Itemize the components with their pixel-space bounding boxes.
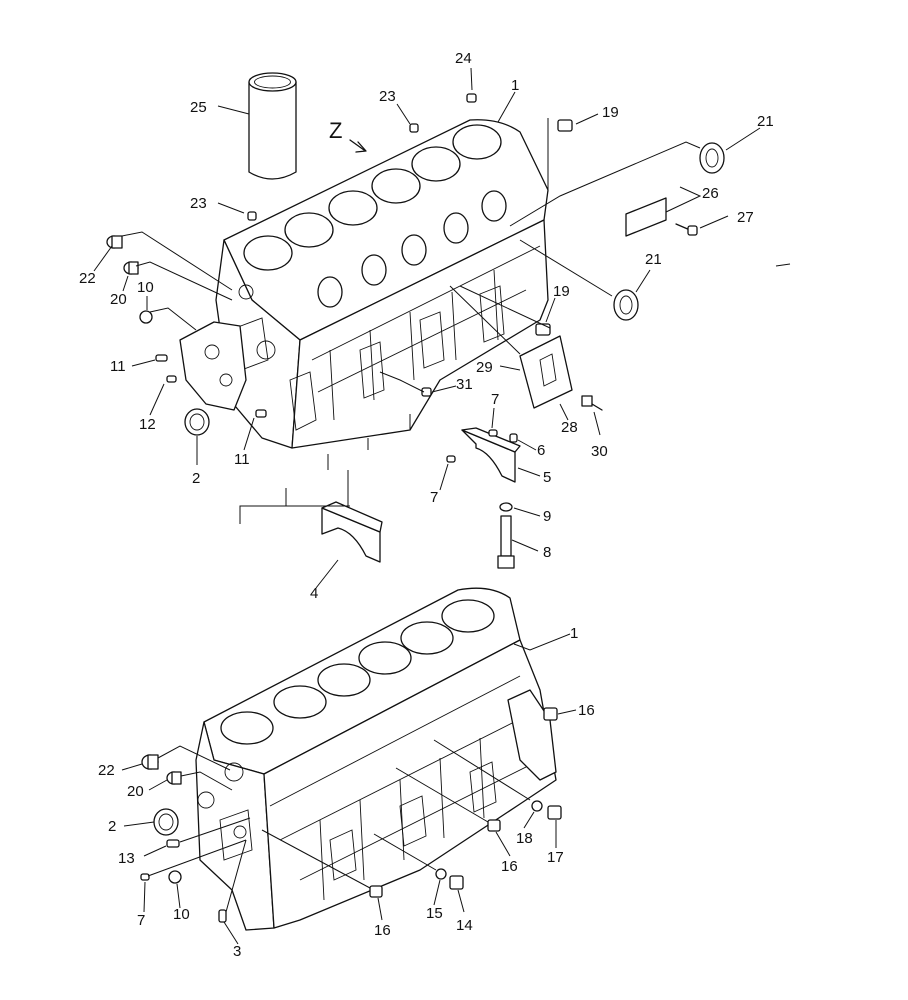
dowel-6 [509, 433, 518, 443]
callout-7: 7 [137, 912, 145, 929]
callout-2: 2 [108, 818, 116, 835]
callout-16: 16 [374, 922, 391, 939]
callout-16: 16 [501, 858, 518, 875]
dowel-11-a [155, 354, 168, 362]
dowel-7-a [488, 429, 498, 437]
callout-15: 15 [426, 905, 443, 922]
callout-1: 1 [511, 77, 519, 94]
callout-22: 22 [79, 270, 96, 287]
plug-20-lower [166, 771, 182, 785]
dowel-7-c [140, 873, 150, 881]
callout-19: 19 [602, 104, 619, 121]
callout-2: 2 [192, 470, 200, 487]
callout-6: 6 [537, 442, 545, 459]
callout-27: 27 [737, 209, 754, 226]
plug-10-lower [168, 870, 182, 884]
cylinder-block-lower [195, 587, 557, 931]
bolt-30 [581, 395, 603, 411]
callout-11: 11 [110, 358, 126, 375]
callout-10: 10 [173, 906, 190, 923]
callout-16: 16 [578, 702, 595, 719]
cylinder-liner [248, 72, 297, 180]
stray-mark [775, 263, 791, 267]
callout-4: 4 [310, 585, 318, 602]
dowel-11-b [255, 409, 267, 418]
leader-lines-upper [93, 67, 761, 589]
plug-22-lower [141, 754, 159, 770]
front-cover-plate [179, 321, 247, 411]
plug-14 [449, 875, 464, 890]
callout-31: 31 [456, 376, 473, 393]
dowel-12 [166, 375, 177, 383]
callout-11: 11 [234, 451, 250, 468]
plug-16-low [369, 885, 383, 898]
callout-23: 23 [190, 195, 207, 212]
callout-10: 10 [137, 279, 154, 296]
plug-16-mid [487, 819, 501, 832]
callout-28: 28 [561, 419, 578, 436]
seal-ring-21-mid [613, 289, 639, 321]
plug-16-right [543, 707, 558, 721]
callout-1: 1 [570, 625, 578, 642]
seal-ring-2-upper [184, 408, 210, 436]
callout-17: 17 [547, 849, 564, 866]
callout-26: 26 [702, 185, 719, 202]
seal-ring-2-lower [153, 808, 179, 836]
seal-ring-21-top [699, 142, 725, 174]
callout-13: 13 [118, 850, 135, 867]
cylinder-block-upper [215, 119, 549, 449]
plug-24 [466, 93, 477, 103]
callout-19: 19 [553, 283, 570, 300]
washer-9 [499, 502, 513, 512]
callout-5: 5 [543, 469, 551, 486]
plug-23-top [409, 123, 419, 133]
callout-14: 14 [456, 917, 473, 934]
plug-22-upper [106, 235, 123, 249]
callout-21: 21 [645, 251, 662, 268]
callout-21: 21 [757, 113, 774, 130]
plug-19-top [557, 119, 573, 132]
plug-31 [421, 387, 432, 397]
callout-22: 22 [98, 762, 115, 779]
callout-8: 8 [543, 544, 551, 561]
plug-20-upper [123, 261, 139, 275]
callout-20: 20 [127, 783, 144, 800]
bolt-27 [675, 223, 698, 236]
bearing-cap-4 [321, 501, 383, 563]
callout-29: 29 [476, 359, 493, 376]
pin-3 [218, 909, 227, 923]
dowel-7-b [446, 455, 456, 463]
callout-24: 24 [455, 50, 472, 67]
plug-17 [547, 805, 562, 820]
callout-25: 25 [190, 99, 207, 116]
cap-position-lines [239, 414, 411, 524]
dowel-13 [166, 839, 180, 848]
view-label-z: Z [329, 118, 342, 143]
cover-plate-26 [625, 197, 667, 237]
callout-23: 23 [379, 88, 396, 105]
callout-20: 20 [110, 291, 127, 308]
view-direction-arrow [349, 139, 367, 153]
cover-28 [519, 335, 573, 409]
callout-12: 12 [139, 416, 156, 433]
callout-9: 9 [543, 508, 551, 525]
washer-18 [531, 800, 543, 812]
plug-10-upper [139, 310, 153, 324]
plug-23-left [247, 211, 257, 221]
callout-7: 7 [430, 489, 438, 506]
bolt-8 [497, 515, 515, 569]
callout-18: 18 [516, 830, 533, 847]
plug-19-mid [535, 323, 551, 336]
leader-lines-lower [121, 633, 577, 945]
washer-15 [435, 868, 447, 880]
bearing-cap-5 [461, 427, 521, 483]
callout-30: 30 [591, 443, 608, 460]
callout-7: 7 [491, 391, 499, 408]
callout-3: 3 [233, 943, 241, 960]
